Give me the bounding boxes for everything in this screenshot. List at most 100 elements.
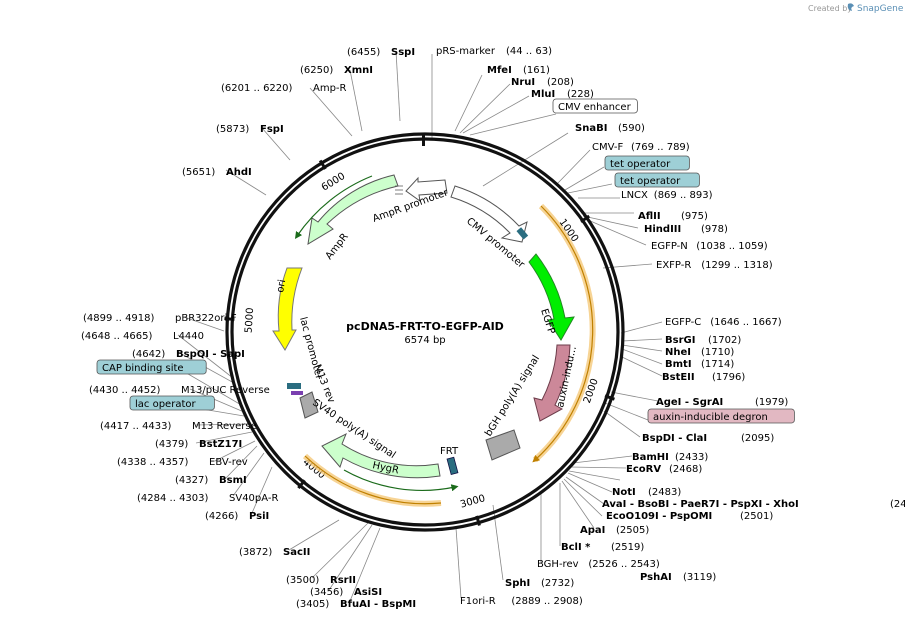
- tick-label: 5000: [244, 307, 257, 333]
- label-name: BamHI: [632, 452, 669, 463]
- primer-label[interactable]: (4338 .. 4357)EBV-rev: [117, 457, 248, 468]
- site-label[interactable]: (4266)PsiI: [205, 511, 269, 522]
- label-position: (4899 .. 4918): [83, 313, 155, 324]
- site-label[interactable]: (6250)XmnI: [300, 65, 373, 76]
- site-label[interactable]: (5651)AhdI: [182, 167, 252, 178]
- cap-binding-block[interactable]: [287, 383, 301, 389]
- feature-box-label[interactable]: CMV enhancer: [552, 98, 638, 114]
- primer-label[interactable]: pRS-marker(44 .. 63): [436, 46, 552, 57]
- site-label[interactable]: (6455) SspI: [347, 47, 415, 58]
- bgh-polya-block[interactable]: [485, 429, 521, 461]
- site-label[interactable]: BstEII(1796): [662, 372, 745, 383]
- frt-block[interactable]: [446, 456, 459, 475]
- label-position: (1979): [755, 397, 788, 408]
- primer-label[interactable]: (4417 .. 4433)M13 Reverse: [100, 421, 257, 432]
- label-name: ApaI: [580, 525, 605, 536]
- site-label[interactable]: PshAI(3119): [640, 572, 716, 583]
- tick-mark: [318, 159, 327, 170]
- site-label[interactable]: (3456)AsiSI: [310, 587, 382, 598]
- label-name: tet operator: [620, 176, 681, 187]
- site-label[interactable]: HindIII(978): [644, 224, 728, 235]
- site-label[interactable]: EcoRV(2468): [626, 464, 702, 475]
- label-position: (6455): [347, 47, 380, 58]
- label-position: (208): [547, 77, 574, 88]
- label-name: HindIII: [644, 224, 681, 235]
- label-name: pBR322ori-F: [175, 313, 237, 324]
- label-name: SspI: [391, 47, 415, 58]
- site-label[interactable]: EcoO109I - PspOMI(2501): [606, 511, 773, 522]
- site-label[interactable]: (3872)SacII: [239, 547, 310, 558]
- feature-box-label[interactable]: lac operator: [129, 395, 215, 411]
- cmv-promoter-arrow[interactable]: [450, 185, 528, 243]
- lac-operator-block[interactable]: [291, 391, 303, 395]
- site-label[interactable]: SphI(2732): [505, 578, 574, 589]
- label-name: PshAI: [640, 572, 672, 583]
- insert-arc-bottom-line: [304, 455, 442, 505]
- label-name: BclI *: [561, 542, 591, 553]
- primer-label[interactable]: EGFP-N (1038 .. 1059): [651, 241, 768, 252]
- ori-label: ori: [275, 279, 288, 294]
- primer-label[interactable]: EGFP-C(1646 .. 1667): [665, 317, 782, 328]
- feature-box-label[interactable]: tet operator: [604, 155, 690, 171]
- label-position: (1038 .. 1059): [696, 241, 768, 252]
- site-label[interactable]: (5873)FspI: [216, 124, 284, 135]
- primer-label[interactable]: (6201 .. 6220)Amp-R: [221, 83, 347, 94]
- label-position: (4642): [132, 349, 165, 360]
- ampr-promoter-arrow[interactable]: [405, 176, 448, 203]
- primer-label[interactable]: BGH-rev(2526 .. 2543): [537, 559, 660, 570]
- tick-mark: [604, 394, 615, 401]
- primer-label[interactable]: CMV-F(769 .. 789): [592, 142, 690, 153]
- feature-box-label[interactable]: CAP binding site: [96, 359, 207, 375]
- label-position: (5873): [216, 124, 249, 135]
- site-label[interactable]: NruI(208): [511, 77, 574, 88]
- primer-label[interactable]: (4648 .. 4665)L4440: [81, 331, 204, 342]
- site-label[interactable]: AgeI - SgrAI (1979): [656, 397, 788, 408]
- site-label[interactable]: AvaI - BsoBI - PaeR7I - PspXI - XhoI(248…: [602, 499, 905, 510]
- label-name: EGFP-N: [651, 241, 688, 252]
- label-name: EcoRV: [626, 464, 661, 475]
- label-name: lac operator: [135, 399, 196, 410]
- site-label[interactable]: BspDI - ClaI(2095): [642, 433, 774, 444]
- site-label[interactable]: (3405)BfuAI - BspMI: [296, 599, 416, 610]
- label-name: pRS-marker: [436, 46, 496, 57]
- hygr-arrow[interactable]: [321, 432, 441, 479]
- primer-label[interactable]: (4430 .. 4452)M13/pUC Reverse: [89, 385, 270, 396]
- feature-box-label[interactable]: tet operator: [614, 172, 700, 188]
- ori-arrow[interactable]: [272, 267, 303, 351]
- label-position: (4338 .. 4357): [117, 457, 189, 468]
- primer-label[interactable]: (4284 .. 4303)SV40pA-R: [137, 493, 278, 504]
- origin-marker: [422, 134, 425, 146]
- site-label[interactable]: NotI(2483): [612, 487, 681, 498]
- auxin-degron-arrow[interactable]: [533, 344, 571, 422]
- site-label[interactable]: (4327)BsmI: [175, 475, 247, 486]
- tick-mark: [224, 317, 235, 321]
- label-name: AgeI - SgrAI: [656, 397, 723, 408]
- site-label[interactable]: AflII(975): [638, 211, 708, 222]
- primer-label[interactable]: EXFP-R(1299 .. 1318): [656, 260, 773, 271]
- site-label[interactable]: BamHI (2433): [632, 452, 708, 463]
- sv40-polya-block[interactable]: [299, 391, 319, 419]
- site-label[interactable]: (3500)RsrII: [286, 575, 356, 586]
- label-position: (4379): [155, 439, 188, 450]
- right-annotation-labels: pRS-marker(44 .. 63) MfeI(161)NruI(208)Ml…: [436, 46, 905, 607]
- site-label[interactable]: NheI(1710): [665, 347, 734, 358]
- egfp-arrow[interactable]: [528, 253, 575, 341]
- site-label[interactable]: MluI(228): [531, 89, 594, 100]
- site-label[interactable]: BmtI(1714): [665, 359, 734, 370]
- primer-label[interactable]: LNCX(869 .. 893): [621, 190, 713, 201]
- primer-label[interactable]: (4899 .. 4918) pBR322ori-F: [83, 313, 237, 324]
- label-position: (2433): [675, 452, 708, 463]
- site-label[interactable]: MfeI(161): [487, 65, 550, 76]
- site-label[interactable]: BsrGI(1702): [665, 335, 741, 346]
- site-label[interactable]: (4379)BstZ17I: [155, 439, 242, 450]
- primer-label[interactable]: F1ori-R(2889 .. 2908): [460, 596, 583, 607]
- ampr-arrow[interactable]: [307, 174, 399, 245]
- bgh-label: bGH poly(A) signal: [483, 354, 542, 439]
- feature-box-label[interactable]: auxin-inducible degron: [647, 408, 795, 424]
- site-label[interactable]: BclI *(2519): [561, 542, 644, 553]
- site-label[interactable]: ApaI(2505): [580, 525, 649, 536]
- label-name: EcoO109I - PspOMI: [606, 511, 712, 522]
- tick-mark: [475, 515, 481, 526]
- site-label[interactable]: (4642)BspQI - SapI: [132, 349, 245, 360]
- site-label[interactable]: SnaBI(590): [575, 123, 645, 134]
